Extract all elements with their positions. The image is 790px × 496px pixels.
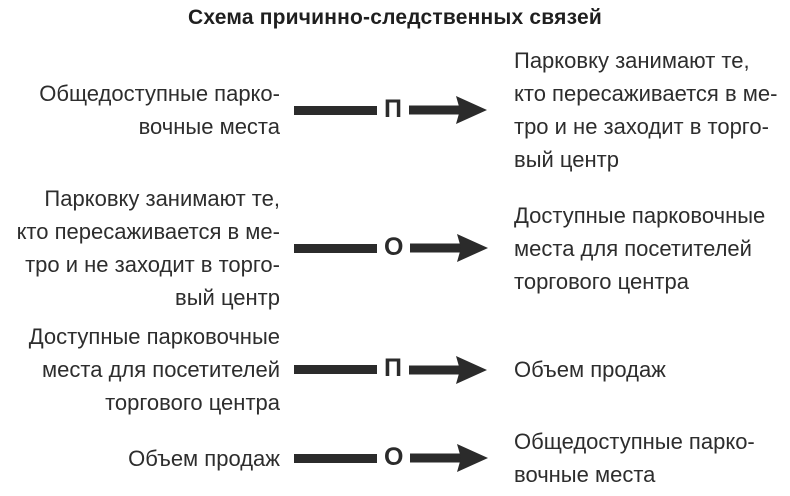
arrow-head-icon (408, 96, 487, 124)
causal-arrow: П (286, 354, 498, 384)
cause-text: Объем продаж (128, 445, 280, 471)
effect-text: Общедоступные парко- вочные места (514, 429, 755, 487)
causal-link-row-2: Парковку занимают те, кто пересаживается… (0, 182, 790, 314)
cause-text: Парковку занимают те, кто пересаживается… (16, 186, 280, 310)
arrow-head-icon (408, 355, 487, 384)
effect-text: Парковку занимают те, кто пересаживается… (514, 48, 778, 172)
arrow-tail-line (294, 105, 377, 115)
arrow-head-icon (410, 444, 489, 472)
arrow-tail-line (294, 365, 377, 374)
causal-link-row-4: Объем продаж О Общедоступные парко- вочн… (0, 425, 790, 491)
cause-text: Общедоступные парко- вочные места (39, 81, 280, 139)
link-type-label: П (384, 354, 402, 382)
causal-links-list: Общедоступные парко- вочные места П Парк… (0, 44, 790, 491)
cause-text: Доступные парковочные места для посетите… (28, 324, 280, 415)
diagram-title: Схема причинно-следственных связей (188, 6, 602, 29)
arrow-tail-line (294, 243, 377, 253)
arrow-head-icon (410, 234, 489, 262)
causal-arrow: П (286, 96, 498, 124)
effect-text: Объем продаж (514, 357, 666, 382)
causal-arrow: О (286, 444, 498, 472)
causal-link-row-3: Доступные парковочные места для посетите… (0, 320, 790, 419)
link-type-label: О (384, 442, 404, 471)
causal-link-row-1: Общедоступные парко- вочные места П Парк… (0, 44, 790, 176)
link-type-label: О (384, 232, 404, 261)
link-type-label: П (384, 94, 402, 123)
arrow-tail-line (294, 453, 377, 463)
causal-arrow: О (286, 234, 498, 262)
effect-text: Доступные парковочные места для посетите… (514, 202, 766, 294)
